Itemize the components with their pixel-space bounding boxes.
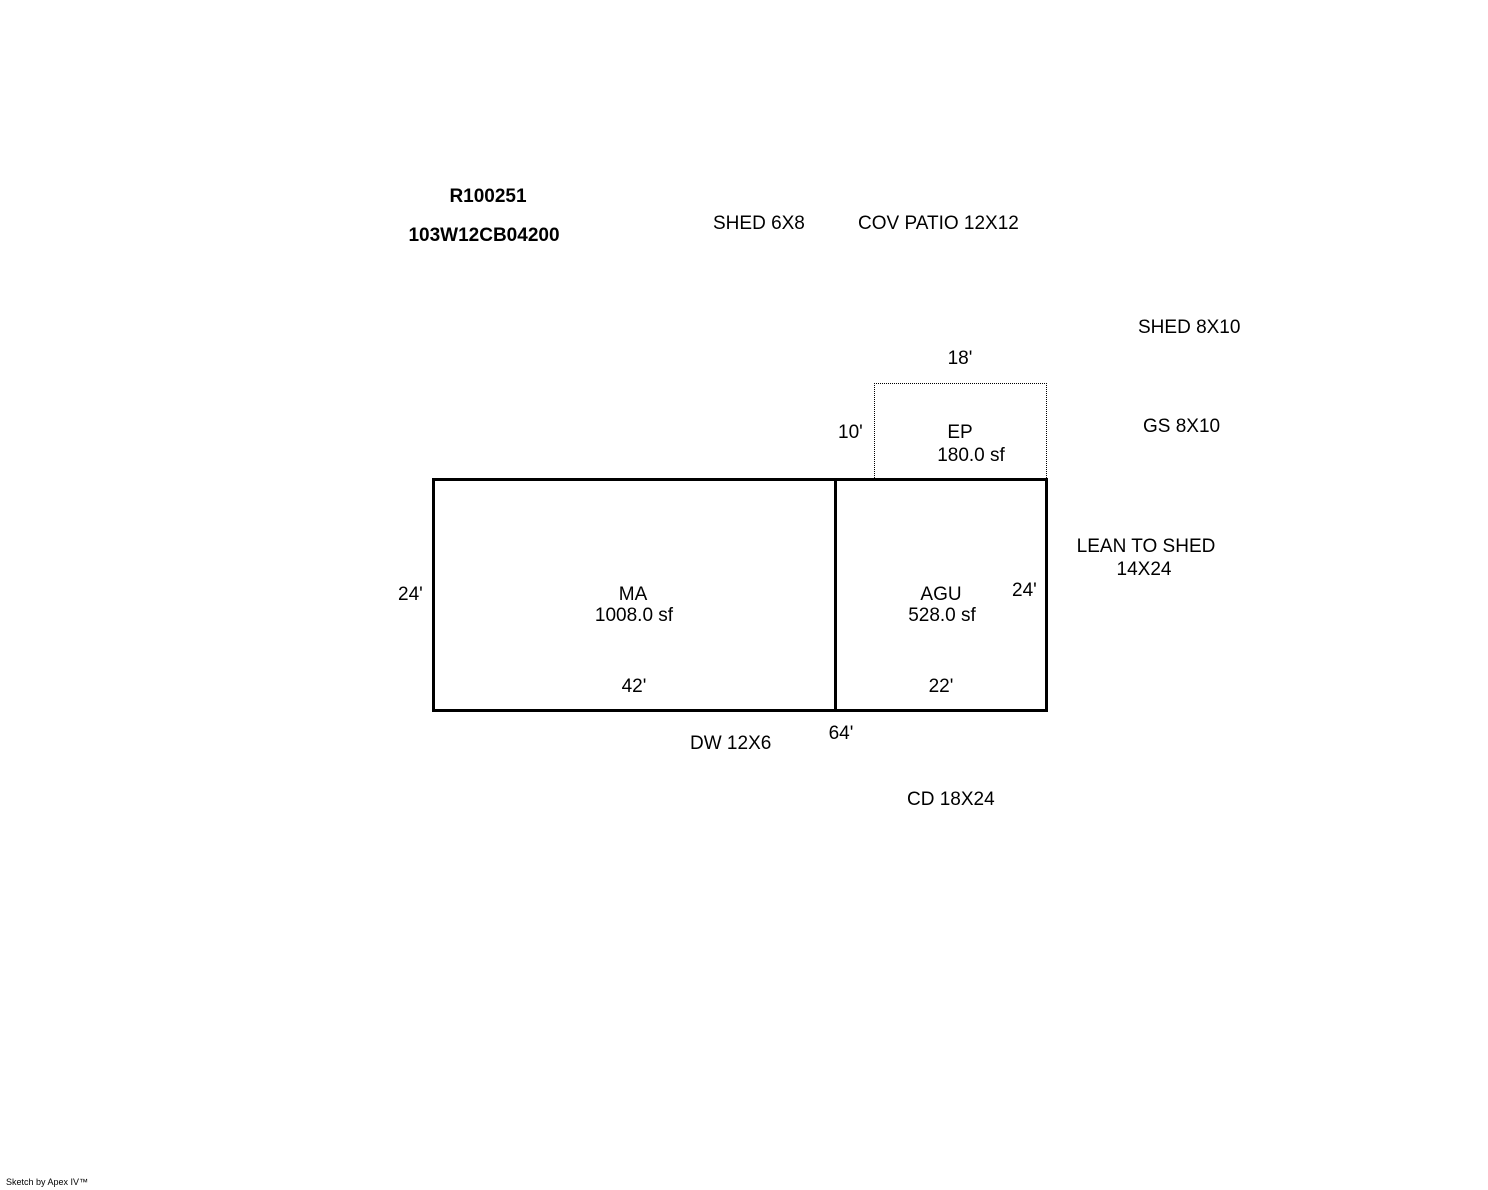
ep-width-dimension: 18' — [947, 348, 973, 369]
total-width-dimension: 64' — [828, 723, 854, 744]
lean-to-shed-size: 14X24 — [1116, 559, 1172, 580]
parcel-id: R100251 — [449, 186, 527, 207]
ma-width-dimension: 42' — [621, 676, 647, 697]
cov-patio-label: COV PATIO 12X12 — [858, 213, 1019, 234]
cd-label: CD 18X24 — [907, 789, 995, 810]
ma-code: MA — [618, 584, 648, 605]
agu-size: 528.0 sf — [908, 605, 976, 626]
agu-depth-dimension: 24' — [1012, 580, 1037, 601]
agu-width-dimension: 22' — [928, 676, 954, 697]
ep-area — [874, 383, 1047, 480]
ma-size: 1008.0 sf — [594, 605, 674, 626]
ma-depth-dimension: 24' — [398, 584, 423, 605]
ep-code: EP — [947, 422, 973, 443]
agu-area — [834, 478, 1048, 712]
agu-code: AGU — [920, 584, 962, 605]
lean-to-shed-label: LEAN TO SHED — [1076, 536, 1216, 557]
ep-size: 180.0 sf — [937, 445, 1005, 466]
dw-label: DW 12X6 — [690, 733, 772, 754]
gs-label: GS 8X10 — [1143, 416, 1221, 437]
ep-depth-dimension: 10' — [838, 422, 863, 443]
map-number: 103W12CB04200 — [408, 225, 560, 246]
shed-8x10-label: SHED 8X10 — [1138, 317, 1241, 338]
shed-6x8-label: SHED 6X8 — [713, 213, 805, 234]
sketch-credit: Sketch by Apex IV™ — [6, 1177, 89, 1187]
